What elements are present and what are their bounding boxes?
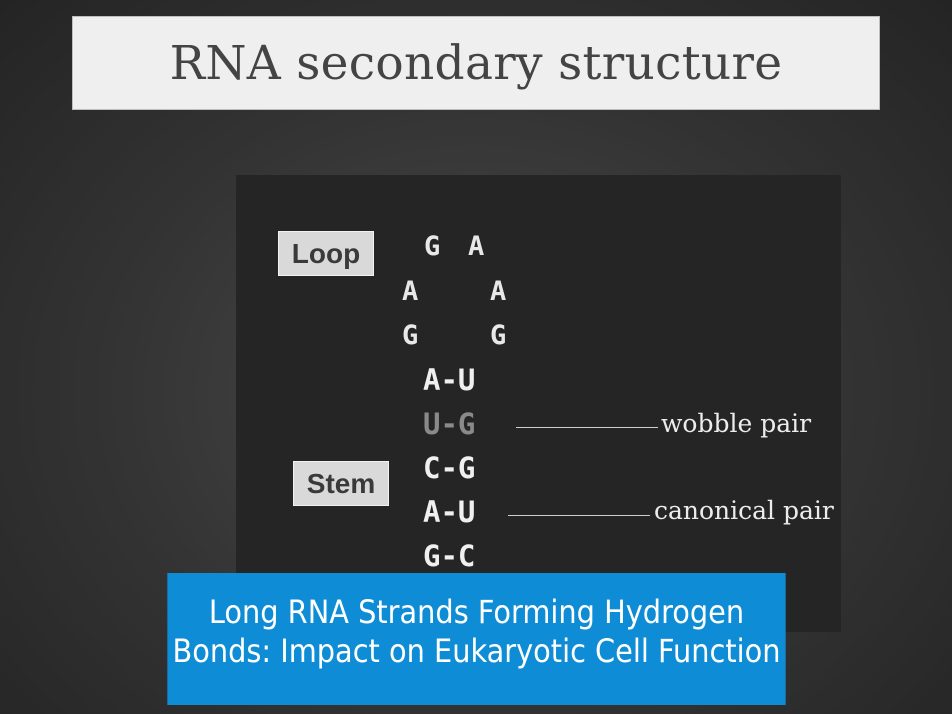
- stem-label: Stem: [293, 461, 389, 506]
- loop-base-top-right: A: [468, 231, 485, 262]
- wobble-leader-line: [516, 427, 658, 428]
- loop-base-row3-left: G: [402, 320, 419, 351]
- canonical-pair-label: canonical pair: [654, 496, 834, 525]
- stem-pair-4: A-U: [423, 495, 476, 529]
- loop-base-top-left: G: [424, 231, 441, 262]
- stem-pair-1: A-U: [423, 363, 476, 397]
- wobble-pair-label: wobble pair: [661, 409, 812, 438]
- diagram-panel: Loop Stem G A A A G G A-U U-G C-G A-U G-…: [236, 175, 841, 632]
- stem-pair-2-wobble: U-G: [423, 407, 476, 441]
- loop-base-row2-left: A: [402, 276, 419, 307]
- loop-label: Loop: [278, 231, 374, 276]
- title-banner: RNA secondary structure: [72, 16, 880, 110]
- caption-banner: Long RNA Strands Forming Hydrogen Bonds:…: [167, 573, 786, 705]
- page-title: RNA secondary structure: [169, 35, 783, 91]
- stem-pair-5: G-C: [423, 539, 476, 573]
- loop-base-row2-right: A: [490, 276, 507, 307]
- stem-pair-3: C-G: [423, 451, 476, 485]
- loop-base-row3-right: G: [490, 320, 507, 351]
- caption-text: Long RNA Strands Forming Hydrogen Bonds:…: [172, 593, 781, 670]
- canonical-leader-line: [508, 515, 650, 516]
